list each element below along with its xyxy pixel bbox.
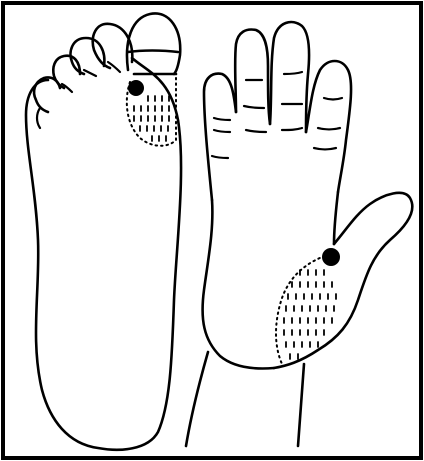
toe-crease-5 (37, 108, 40, 128)
foot-outline (26, 58, 181, 450)
toe-3 (71, 38, 105, 74)
little-finger (204, 74, 236, 200)
foot-shaded-area-hatching (134, 96, 169, 141)
palm-little-finger-side (203, 200, 274, 369)
hand-drawing (186, 22, 412, 446)
middle-finger (270, 22, 309, 132)
ring-finger (235, 30, 270, 124)
palm-index-side (334, 192, 338, 244)
hand-reflex-point (322, 248, 340, 266)
big-toe-nail (128, 51, 178, 53)
foot-drawing (26, 13, 181, 449)
toe-crease-3 (84, 70, 96, 76)
foot-reflex-point (128, 80, 144, 96)
hand-shaded-area-hatching (284, 270, 336, 359)
wrist-right (298, 364, 304, 446)
big-toe (127, 13, 180, 74)
index-finger (306, 61, 351, 192)
wrist-left (186, 352, 208, 446)
